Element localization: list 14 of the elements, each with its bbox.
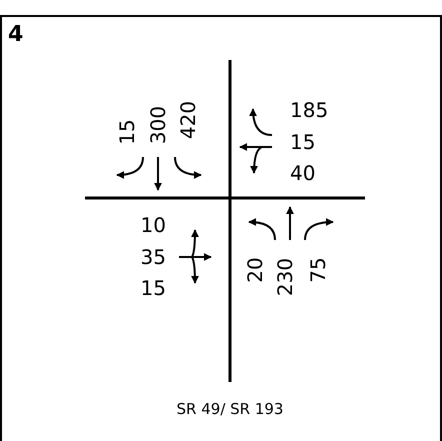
panel-number: 4: [8, 24, 24, 46]
traffic-volume: 20: [245, 257, 265, 283]
traffic-volume: 35: [140, 247, 166, 267]
traffic-volume: 300: [148, 106, 168, 144]
traffic-volume: 15: [140, 278, 166, 298]
traffic-volume: 230: [275, 258, 295, 296]
traffic-volume: 40: [290, 163, 316, 183]
intersection-name: SR 49/ SR 193: [176, 402, 284, 417]
traffic-volume: 15: [117, 119, 137, 145]
traffic-volume: 420: [178, 100, 198, 140]
traffic-volume: 10: [140, 215, 166, 235]
traffic-volume: 15: [290, 132, 316, 152]
traffic-volume: 185: [290, 100, 328, 120]
traffic-volume: 75: [308, 257, 328, 283]
